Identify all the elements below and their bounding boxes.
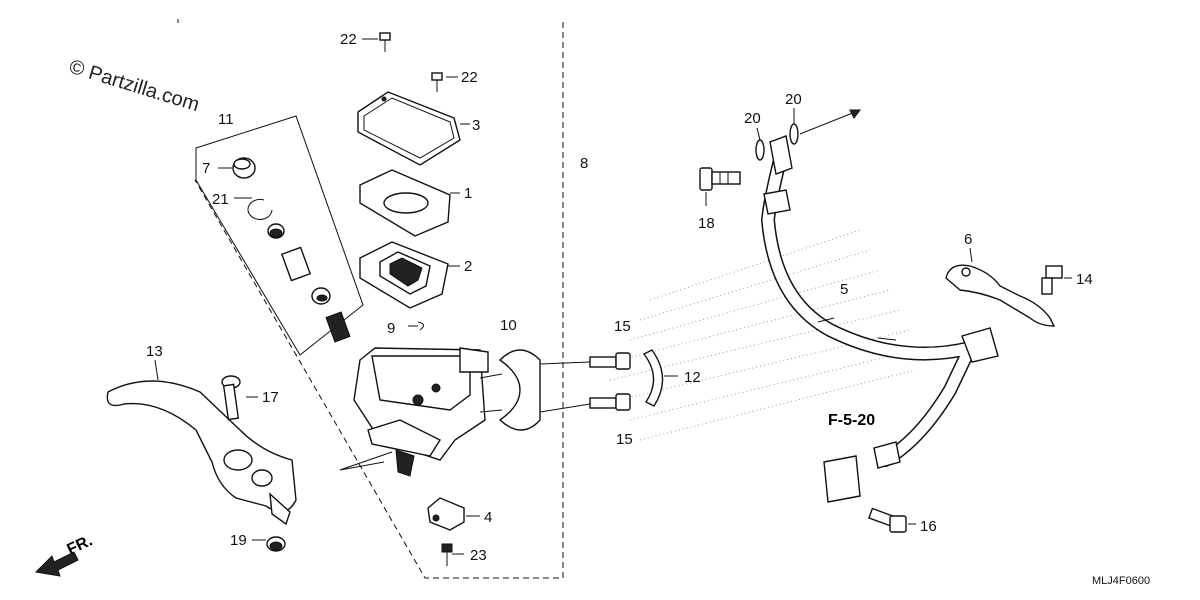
part-17-pivot-bolt (221, 375, 258, 421)
master-cylinder-body (339, 347, 489, 477)
part-20-washer-a (755, 127, 765, 161)
part-21-circlip (234, 197, 273, 220)
part-15-bolt-upper (539, 352, 631, 370)
callout-labels: 22 22 3 1 2 8 9 10 11 7 21 13 17 19 15 1… (146, 31, 1093, 564)
callout-15-upper: 15 (614, 318, 631, 335)
part-4-brake-switch (427, 497, 480, 531)
callout-10: 10 (500, 317, 517, 334)
part-20-washer-b (789, 108, 861, 145)
callout-7: 7 (202, 160, 210, 177)
watermark-text: © Partzilla.com (67, 56, 202, 116)
part-23-screw (441, 543, 464, 566)
part-1-diaphragm-plate (359, 169, 460, 237)
part-22-screw-lower (431, 72, 458, 92)
part-7-boot (218, 157, 256, 179)
callout-17: 17 (262, 389, 279, 406)
callout-18: 18 (698, 215, 715, 232)
part-19-nut (252, 536, 286, 552)
part-13-brake-lever (106, 359, 297, 526)
callout-22-lower: 22 (461, 69, 478, 86)
callout-21: 21 (212, 191, 229, 208)
part-14-bolt (1041, 265, 1072, 295)
hatch-shading (609, 229, 916, 441)
callout-20-a: 20 (744, 110, 761, 127)
part-10-handlebar-clamp (479, 349, 541, 431)
callout-1: 1 (464, 185, 472, 202)
part-12-mirror-holder (642, 349, 678, 407)
callout-11: 11 (218, 111, 234, 128)
reference-label: F-5-20 (828, 412, 875, 429)
front-arrow-label: FR. (65, 532, 96, 558)
callout-8: 8 (580, 155, 588, 172)
callout-15-lower: 15 (616, 431, 633, 448)
callout-23: 23 (470, 547, 487, 564)
callout-4: 4 (484, 509, 492, 526)
front-direction-arrow: FR. (34, 532, 96, 577)
part-15-bolt-lower (539, 393, 631, 413)
callout-6: 6 (964, 231, 972, 248)
callout-22-upper: 22 (340, 31, 357, 48)
callout-2: 2 (464, 258, 472, 275)
part-16-bolt (868, 507, 916, 533)
part-9-clip (408, 321, 424, 331)
callout-12: 12 (684, 369, 701, 386)
part-18-banjo-bolt (699, 167, 741, 206)
part-5-brake-hose (761, 135, 999, 503)
callout-5: 5 (840, 281, 848, 298)
part-22-screw-upper (362, 32, 391, 52)
callout-14: 14 (1076, 271, 1093, 288)
diagram-code: MLJ4F0600 (1092, 575, 1150, 587)
assembly-boundary (177, 19, 564, 579)
callout-13: 13 (146, 343, 163, 360)
piston-internals (267, 223, 351, 343)
callout-9: 9 (387, 320, 395, 337)
callout-20-b: 20 (785, 91, 802, 108)
callout-16: 16 (920, 518, 937, 535)
part-3-reservoir-cap (357, 91, 470, 166)
callout-3: 3 (472, 117, 480, 134)
callout-19: 19 (230, 532, 247, 549)
part-2-diaphragm (359, 241, 460, 309)
part-6-hose-clamp (945, 247, 1056, 327)
